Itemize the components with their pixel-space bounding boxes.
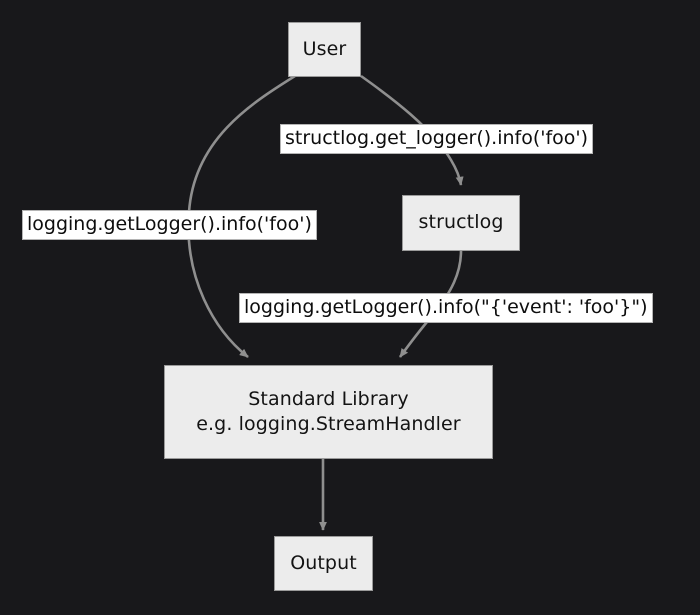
edge-label-user-to-structlog: structlog.get_logger().info('foo') xyxy=(280,124,594,154)
edge-label-user-to-stdlib-text: logging.getLogger().info('foo') xyxy=(27,213,312,235)
node-structlog-label: structlog xyxy=(418,211,504,234)
node-user-label: User xyxy=(302,37,347,60)
edge-label-structlog-to-stdlib: logging.getLogger().info("{'event': 'foo… xyxy=(239,293,653,323)
edge-label-user-to-stdlib: logging.getLogger().info('foo') xyxy=(22,210,317,240)
node-standard-library-label-line1: Standard Library xyxy=(248,387,409,410)
edge-label-user-to-structlog-text: structlog.get_logger().info('foo') xyxy=(285,127,589,149)
node-standard-library[interactable]: Standard Library e.g. logging.StreamHand… xyxy=(164,365,493,459)
node-standard-library-label-line2: e.g. logging.StreamHandler xyxy=(196,413,461,435)
node-user[interactable]: User xyxy=(288,22,361,77)
edge-label-structlog-to-stdlib-text: logging.getLogger().info("{'event': 'foo… xyxy=(244,296,648,318)
node-structlog[interactable]: structlog xyxy=(402,195,520,251)
node-output[interactable]: Output xyxy=(274,536,373,591)
node-output-label: Output xyxy=(290,551,357,574)
